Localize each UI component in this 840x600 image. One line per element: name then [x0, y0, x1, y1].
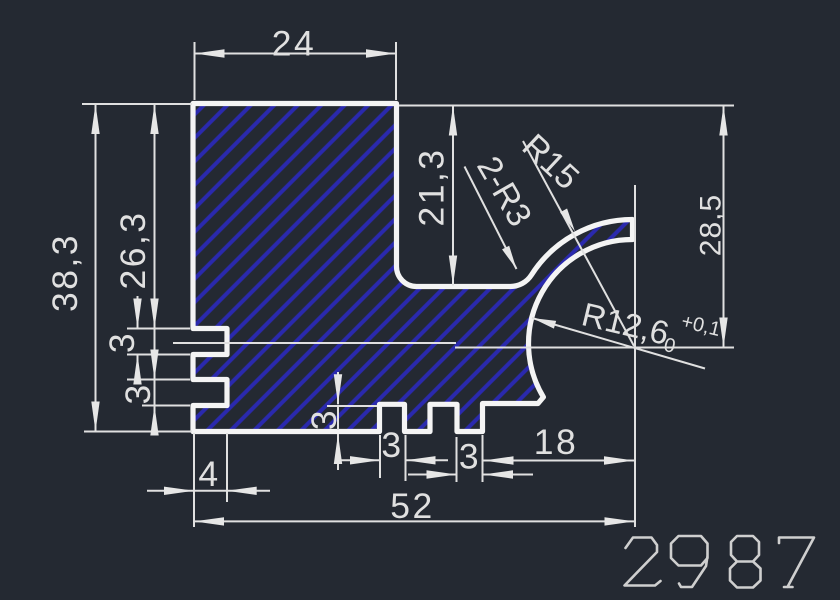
svg-text:4: 4 [198, 454, 220, 494]
svg-text:52: 52 [390, 486, 435, 526]
svg-text:3: 3 [459, 437, 481, 477]
svg-text:28,5: 28,5 [695, 194, 728, 256]
svg-text:3: 3 [381, 425, 403, 465]
svg-text:38,3: 38,3 [45, 233, 85, 312]
svg-text:18: 18 [534, 422, 579, 462]
svg-text:21,3: 21,3 [412, 147, 452, 226]
svg-text:26,3: 26,3 [113, 210, 153, 289]
svg-text:3: 3 [304, 408, 344, 430]
svg-text:3: 3 [118, 382, 158, 404]
svg-text:3: 3 [102, 331, 142, 353]
svg-text:24: 24 [272, 24, 317, 64]
